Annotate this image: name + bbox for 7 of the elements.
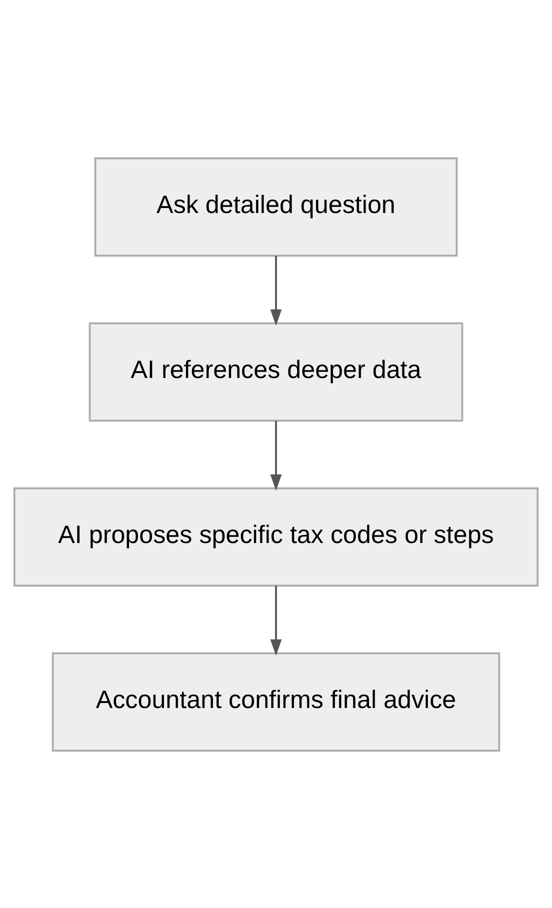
node-box: AI references deeper data (88, 322, 464, 422)
node-box: AI proposes specific tax codes or steps (13, 486, 539, 586)
arrow (270, 420, 282, 490)
arrow (270, 255, 282, 326)
arrow (270, 585, 282, 656)
node-box: Accountant confirms final advice (52, 652, 500, 752)
node-box: Ask detailed question (94, 156, 458, 256)
